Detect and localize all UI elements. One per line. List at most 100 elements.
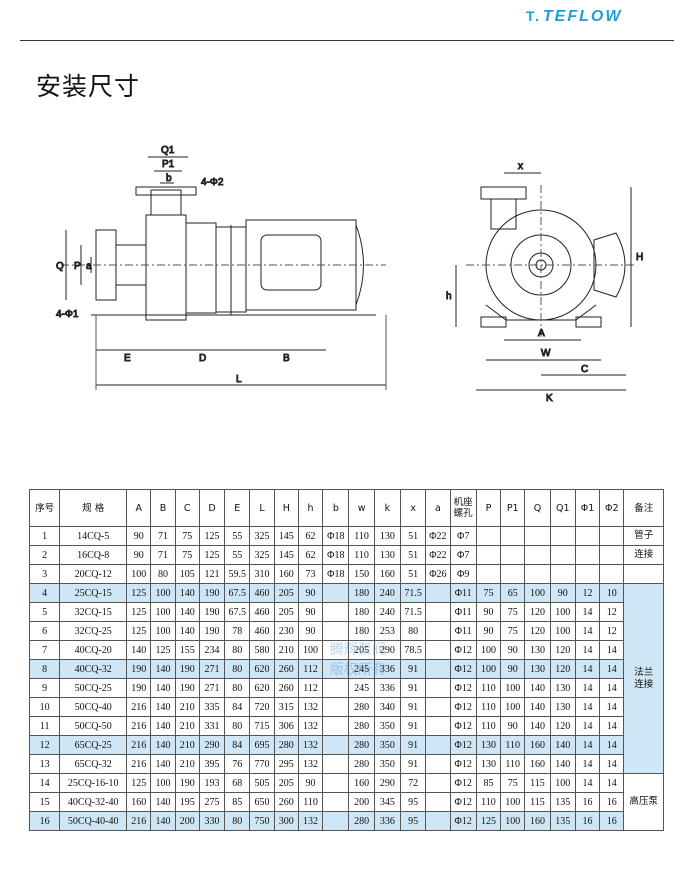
table-cell: 90 xyxy=(549,583,576,603)
table-cell: 140 xyxy=(524,716,551,736)
table-cell: Φ18 xyxy=(322,564,350,584)
table-cell: 315 xyxy=(273,697,299,717)
table-cell: 620 xyxy=(249,678,275,698)
table-cell: 210 xyxy=(174,754,200,774)
table-cell: 75 xyxy=(475,583,502,603)
table-cell: 8 xyxy=(28,659,61,679)
table-cell: 125 xyxy=(150,640,176,660)
table-cell: 16 xyxy=(28,811,61,831)
table-cell xyxy=(322,811,350,831)
label-b: b xyxy=(166,173,172,184)
table-cell: 50CQ-25 xyxy=(59,678,128,698)
table-cell: 695 xyxy=(249,735,275,755)
brand-name: TEFLOW xyxy=(542,8,623,25)
end-outlet-flange xyxy=(480,186,527,200)
table-cell xyxy=(425,716,451,736)
table-cell: 110 xyxy=(475,697,502,717)
table-cell xyxy=(425,583,451,603)
remark-cell: 高压泵 xyxy=(623,773,664,831)
table-cell: 280 xyxy=(348,754,375,774)
table-cell: 75 xyxy=(500,621,526,641)
table-cell: 14 xyxy=(574,716,601,736)
table-cell: 71 xyxy=(150,526,176,546)
table-cell: 40CQ-20 xyxy=(59,640,128,660)
label-a: a xyxy=(86,261,92,272)
table-cell: 91 xyxy=(400,659,427,679)
table-cell: 240 xyxy=(373,583,402,603)
table-cell: 100 xyxy=(549,621,576,641)
table-cell xyxy=(524,545,551,565)
table-cell: 650 xyxy=(249,792,275,812)
column-header: C xyxy=(174,489,200,527)
table-cell: 14 xyxy=(599,773,625,793)
table-cell: 95 xyxy=(400,811,427,831)
table-cell: 120 xyxy=(524,602,551,622)
table-cell: 145 xyxy=(273,545,299,565)
table-cell: 51 xyxy=(400,545,427,565)
table-cell: 91 xyxy=(400,697,427,717)
label-Q: Q xyxy=(56,261,64,272)
table-cell: 190 xyxy=(174,773,200,793)
table-cell: 230 xyxy=(273,621,299,641)
table-cell: 100 xyxy=(549,602,576,622)
column-header: P1 xyxy=(500,489,526,527)
table-cell: 135 xyxy=(549,811,576,831)
table-cell: 145 xyxy=(273,526,299,546)
end-view xyxy=(455,172,636,391)
label-E: E xyxy=(124,353,131,364)
table-cell: 140 xyxy=(150,811,176,831)
table-cell xyxy=(322,583,350,603)
table-cell: 350 xyxy=(373,754,402,774)
table-cell: 14 xyxy=(599,697,625,717)
table-cell: 73 xyxy=(297,564,324,584)
table-cell: 4 xyxy=(28,583,61,603)
table-cell: Φ11 xyxy=(449,621,477,641)
table-cell: 140 xyxy=(150,735,176,755)
label-A: A xyxy=(538,328,545,339)
table-cell: 132 xyxy=(297,754,324,774)
table-cell: 51 xyxy=(400,526,427,546)
table-cell: 15 xyxy=(28,792,61,812)
table-cell: 100 xyxy=(549,773,576,793)
table-cell: 100 xyxy=(150,773,176,793)
table-cell: 112 xyxy=(297,678,324,698)
table-cell: 100 xyxy=(150,602,176,622)
table-cell: 90 xyxy=(500,659,526,679)
table-cell: 395 xyxy=(198,754,226,774)
table-cell: 205 xyxy=(273,602,299,622)
table-cell: 260 xyxy=(273,792,299,812)
table-cell: 300 xyxy=(273,811,299,831)
table-cell: 90 xyxy=(500,640,526,660)
column-header: x xyxy=(400,489,427,527)
brand-logo: T.TEFLOW xyxy=(526,8,622,26)
table-cell: 14 xyxy=(574,602,601,622)
table-cell: 85 xyxy=(475,773,502,793)
column-header: Φ1 xyxy=(574,489,601,527)
table-cell: 140 xyxy=(524,678,551,698)
table-cell: 65 xyxy=(500,583,526,603)
table-cell: 280 xyxy=(273,735,299,755)
table-cell: 85 xyxy=(224,792,251,812)
pump-casing xyxy=(145,214,187,321)
table-cell: 84 xyxy=(224,697,251,717)
table-cell: 190 xyxy=(126,659,152,679)
table-cell: 110 xyxy=(297,792,324,812)
table-cell: 770 xyxy=(249,754,275,774)
table-cell: Φ22 xyxy=(425,526,451,546)
table-cell: 14 xyxy=(599,716,625,736)
column-header: Q1 xyxy=(549,489,576,527)
header-rule xyxy=(20,40,674,41)
table-cell xyxy=(322,602,350,622)
column-header: a xyxy=(425,489,451,527)
table-cell: 210 xyxy=(174,716,200,736)
table-cell xyxy=(322,754,350,774)
table-cell: 68 xyxy=(224,773,251,793)
table-cell: 55 xyxy=(224,526,251,546)
pump-body xyxy=(185,222,217,314)
table-cell xyxy=(574,526,601,546)
table-cell: 125 xyxy=(126,583,152,603)
table-cell xyxy=(425,602,451,622)
table-cell: 140 xyxy=(174,583,200,603)
table-cell: 155 xyxy=(174,640,200,660)
